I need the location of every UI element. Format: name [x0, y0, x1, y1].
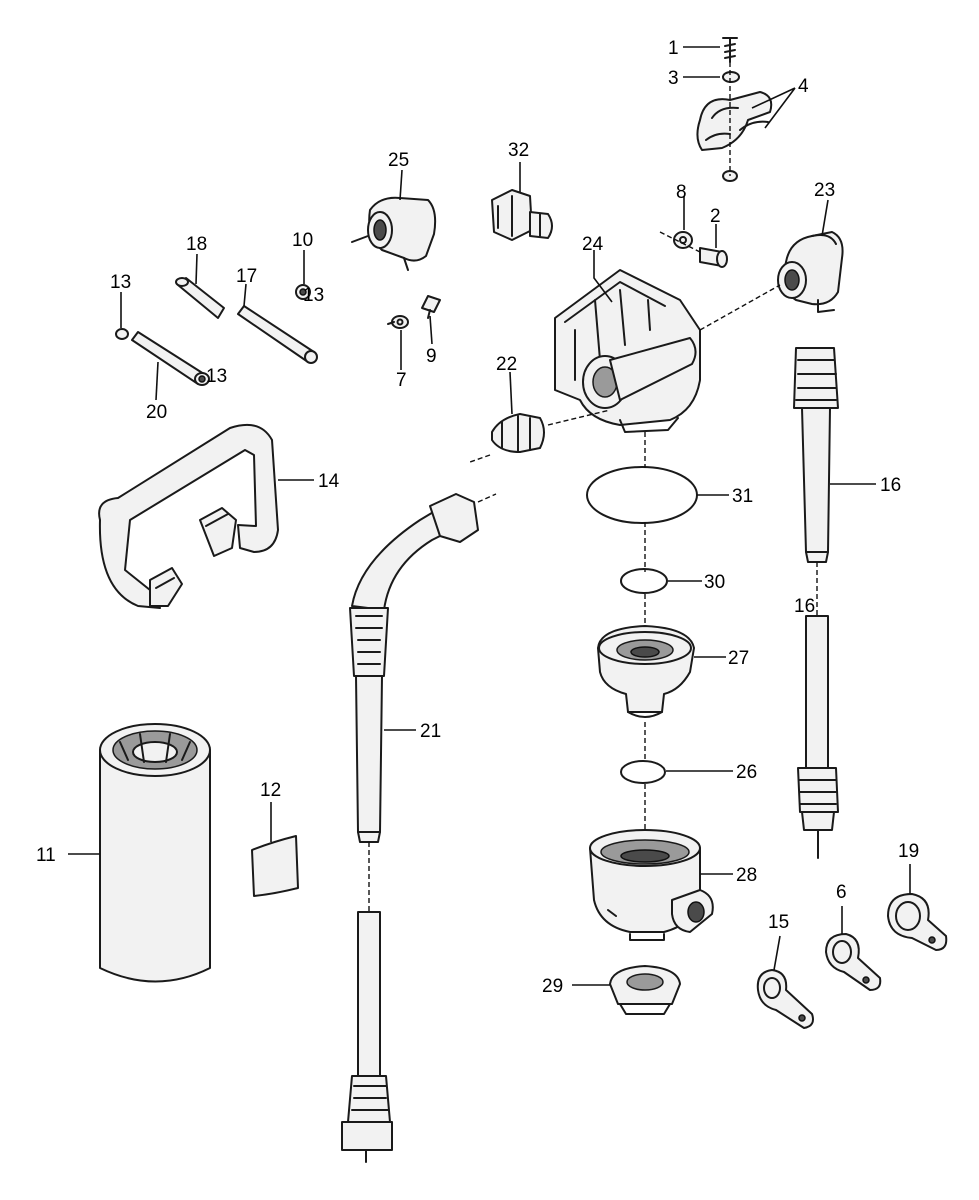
callout-1: 1	[668, 38, 679, 59]
callout-19: 19	[898, 841, 919, 862]
callout-labels: 1 3 4 8 2 23 24 32 25 22 10 13 9 7 18 17…	[36, 38, 919, 997]
callout-17: 17	[236, 266, 257, 287]
callout-21: 21	[420, 721, 441, 742]
callout-23: 23	[814, 180, 835, 201]
part-19-p-clamp	[887, 893, 948, 951]
callout-11: 11	[36, 845, 56, 866]
callout-30: 30	[704, 572, 725, 593]
callout-32: 32	[508, 140, 529, 161]
part-3-washer	[722, 71, 740, 83]
part-13-seal-left	[115, 328, 129, 340]
part-4-bracket-clamp	[696, 62, 773, 182]
callout-16b: 16	[794, 596, 815, 617]
part-17-tube	[237, 305, 318, 364]
callout-7: 7	[396, 370, 407, 391]
part-21-hose-assembly	[341, 493, 497, 1163]
callout-18: 18	[186, 234, 207, 255]
part-14-bent-hose	[98, 424, 279, 609]
callout-14: 14	[318, 471, 340, 492]
part-28-filter-base	[589, 829, 714, 941]
part-23-elbow-fitting	[777, 231, 844, 313]
part-13-seal-right	[194, 372, 210, 386]
callout-10: 10	[292, 230, 313, 251]
callout-20: 20	[146, 402, 167, 423]
callout-4: 4	[798, 76, 809, 97]
callout-3: 3	[668, 68, 679, 89]
callout-31: 31	[732, 486, 753, 507]
callout-26: 26	[736, 762, 757, 783]
callout-16a: 16	[880, 475, 901, 496]
callout-24: 24	[582, 234, 604, 255]
part-11-filter-cartridge	[99, 723, 211, 983]
part-25-elbow	[351, 196, 437, 271]
leader-lines	[68, 46, 911, 986]
callout-29: 29	[542, 976, 563, 997]
part-22-fitting	[469, 409, 611, 463]
part-30-small-o-ring	[620, 568, 668, 594]
callout-8: 8	[676, 182, 687, 203]
part-7-washer	[387, 315, 409, 329]
part-26-o-ring	[620, 760, 666, 832]
callout-15: 15	[768, 912, 789, 933]
callout-22: 22	[496, 354, 517, 375]
part-18-sleeve	[175, 277, 225, 319]
callout-9: 9	[426, 346, 437, 367]
callout-13c: 13	[303, 285, 324, 306]
callout-27: 27	[728, 648, 749, 669]
part-27-adapter	[597, 594, 695, 760]
part-12-label	[251, 835, 299, 897]
part-8-nut	[673, 231, 693, 249]
part-24-filter-head	[554, 269, 781, 433]
callout-28: 28	[736, 865, 757, 886]
callout-2: 2	[710, 206, 721, 227]
callout-13b: 13	[206, 366, 227, 387]
part-20-tube	[131, 331, 205, 385]
part-31-large-o-ring	[586, 432, 698, 572]
part-29-drain-plug	[609, 965, 681, 1015]
part-16-hose-upper	[793, 347, 839, 616]
part-9-screw	[421, 295, 441, 319]
part-16-hose-lower	[797, 615, 839, 859]
callout-13a: 13	[110, 272, 131, 293]
part-10-nut	[295, 284, 311, 300]
part-2-bolt	[659, 231, 728, 268]
callout-12: 12	[260, 780, 281, 801]
part-15-p-clamp	[756, 969, 814, 1029]
callout-25: 25	[388, 150, 409, 171]
part-1-screw	[722, 37, 738, 63]
part-32-hex-fitting	[491, 189, 553, 241]
callout-6: 6	[836, 882, 847, 903]
part-6-p-clamp	[825, 933, 882, 991]
